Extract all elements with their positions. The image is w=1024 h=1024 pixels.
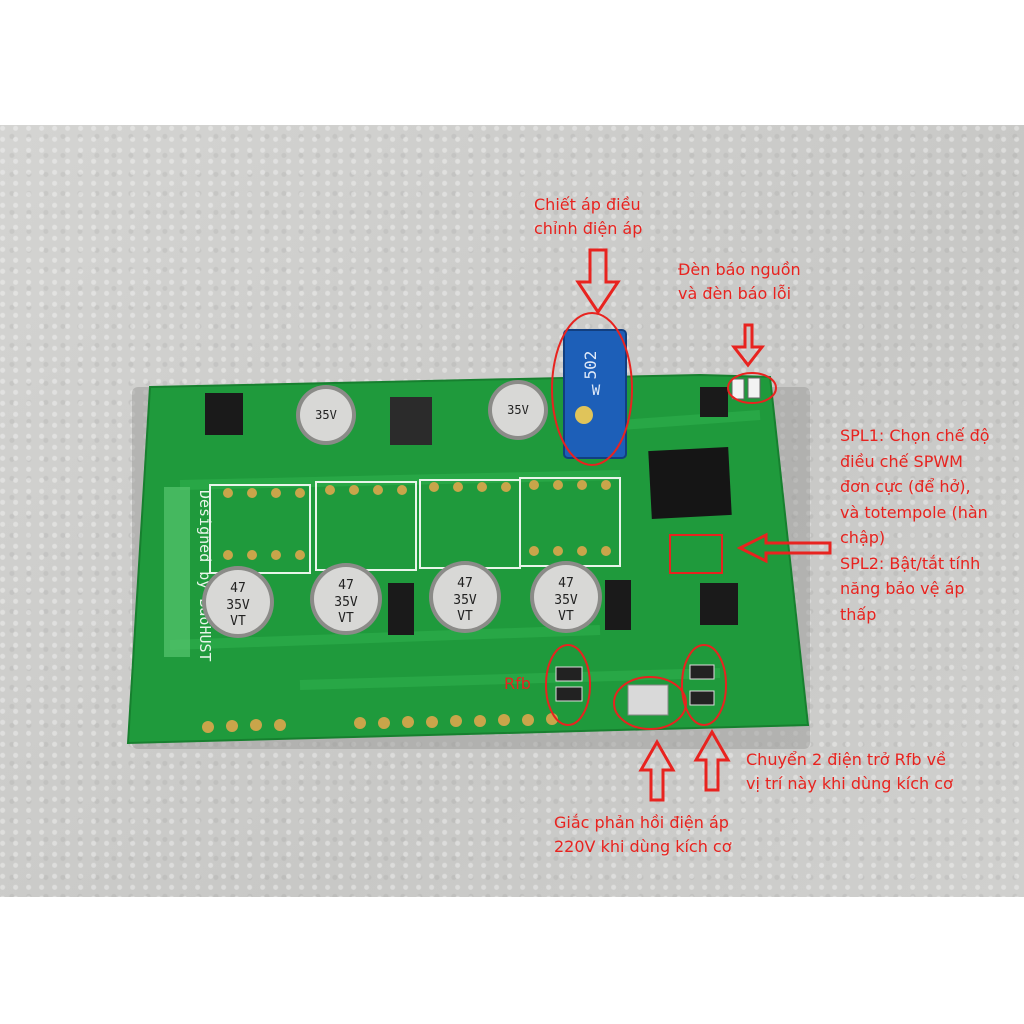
arrow-down-leds-icon [730, 323, 766, 368]
resistor-r24 [689, 664, 715, 680]
capacitor-bottom-4: 47 35V VT [530, 561, 602, 633]
label-spl-line-4: và totempole (hàn [840, 502, 988, 522]
annotation-circles [545, 312, 777, 730]
label-spl-line-2: điều chế SPWM [840, 451, 963, 471]
capacitor-bottom-4-voltage: 35V [554, 593, 578, 608]
diode-d1 [605, 580, 631, 630]
capacitor-top-2-label: 35V [507, 403, 529, 417]
label-feedback-jack: Giắc phản hồi điện áp 220V khi dùng kích… [554, 811, 732, 859]
bottom-header-pins [202, 713, 558, 733]
capacitor-bottom-1-value: 47 [230, 581, 246, 596]
power-led [731, 378, 745, 400]
trimmer-screw [575, 406, 593, 424]
capacitor-bottom-1-voltage: 35V [226, 598, 250, 613]
label-feedback-jack-line-1: Giắc phản hồi điện áp [554, 813, 729, 832]
label-trimmer-line-1: Chiết áp điều [534, 195, 641, 214]
capacitor-bottom-2-voltage: 35V [334, 595, 358, 610]
label-spl: SPL1: Chọn chế độ điều chế SPWM đơn cực … [840, 423, 990, 627]
silkscreen-stripe [164, 487, 190, 657]
rfb-resistor-1 [555, 666, 583, 682]
footprint-pads [223, 480, 611, 560]
capacitor-bottom-1-series: VT [230, 614, 246, 629]
label-leds: Đèn báo nguồn và đèn báo lỗi [678, 258, 801, 306]
capacitor-bottom-2-series: VT [338, 611, 354, 626]
circle-spl-jumpers [669, 534, 723, 574]
circle-feedback-jack [613, 676, 687, 730]
capacitor-bottom-2-value: 47 [338, 578, 354, 593]
capacitor-bottom-3-series: VT [457, 609, 473, 624]
capacitor-bottom-4-value: 47 [558, 576, 574, 591]
label-leds-line-1: Đèn báo nguồn [678, 260, 801, 279]
arrow-left-spl-icon [736, 532, 832, 564]
label-move-rfb-line-1: Chuyển 2 điện trở Rfb về [746, 750, 946, 769]
label-spl-line-1: SPL1: Chọn chế độ [840, 426, 990, 445]
pcb-board-drawing: Designed by BaoHUST [126, 312, 810, 749]
arrow-up-feedback-jack-icon [638, 738, 676, 802]
label-feedback-jack-line-2: 220V khi dùng kích cơ [554, 837, 732, 856]
arrow-up-rfb-target-icon [693, 728, 731, 792]
capacitor-bottom-2: 47 35V VT [310, 563, 382, 635]
label-trimmer-line-2: chỉnh điện áp [534, 219, 643, 238]
ic-soic-top-left [205, 393, 243, 435]
trimmer-mark: W [592, 383, 601, 399]
label-trimmer: Chiết áp điều chỉnh điện áp [534, 193, 642, 241]
capacitor-bottom-3-voltage: 35V [453, 593, 477, 608]
capacitor-top-1-label: 35V [315, 408, 337, 422]
microcontroller-chip [648, 446, 732, 520]
circle-leds [727, 372, 777, 404]
capacitor-bottom-3-value: 47 [457, 576, 473, 591]
capacitor-bottom-3: 47 35V VT [429, 561, 501, 633]
label-spl-line-7: năng bảo vệ áp [840, 579, 965, 598]
capacitor-bottom-4-series: VT [558, 609, 574, 624]
label-spl-line-5: chập) [840, 528, 886, 547]
circle-trimmer [551, 312, 633, 466]
resistor-r20 [689, 690, 715, 706]
label-spl-line-6: SPL2: Bật/tắt tính [840, 553, 981, 573]
label-move-rfb-line-2: vị trí này khi dùng kích cơ [746, 774, 953, 793]
trimmer-potentiometer: 502 W [563, 329, 627, 459]
circle-rfb-target [681, 644, 727, 726]
capacitor-top-1: 35V [296, 385, 356, 445]
pcb-traces [169, 410, 761, 690]
ic-soic-right [700, 583, 738, 625]
feedback-jack [627, 684, 669, 716]
capacitor-bottom-1: 47 35V VT [202, 566, 274, 638]
capacitor-top-2: 35V [488, 380, 548, 440]
label-move-rfb: Chuyển 2 điện trở Rfb về vị trí này khi … [746, 748, 953, 796]
pcb-photo: Designed by BaoHUST [0, 125, 1024, 897]
label-rfb: Rfb [504, 674, 531, 693]
circle-rfb [545, 644, 591, 726]
label-spl-line-3: đơn cực (để hở), [840, 477, 971, 496]
diode-d2 [388, 583, 414, 635]
arrow-down-trimmer-icon [575, 248, 621, 315]
trimmer-code: 502 [581, 351, 600, 380]
voltage-regulator [390, 397, 432, 445]
rfb-resistor-2 [555, 686, 583, 702]
ic-small-top-right [700, 387, 728, 417]
label-leds-line-2: và đèn báo lỗi [678, 284, 792, 303]
label-spl-line-8: thấp [840, 604, 877, 624]
fault-led [747, 377, 761, 399]
